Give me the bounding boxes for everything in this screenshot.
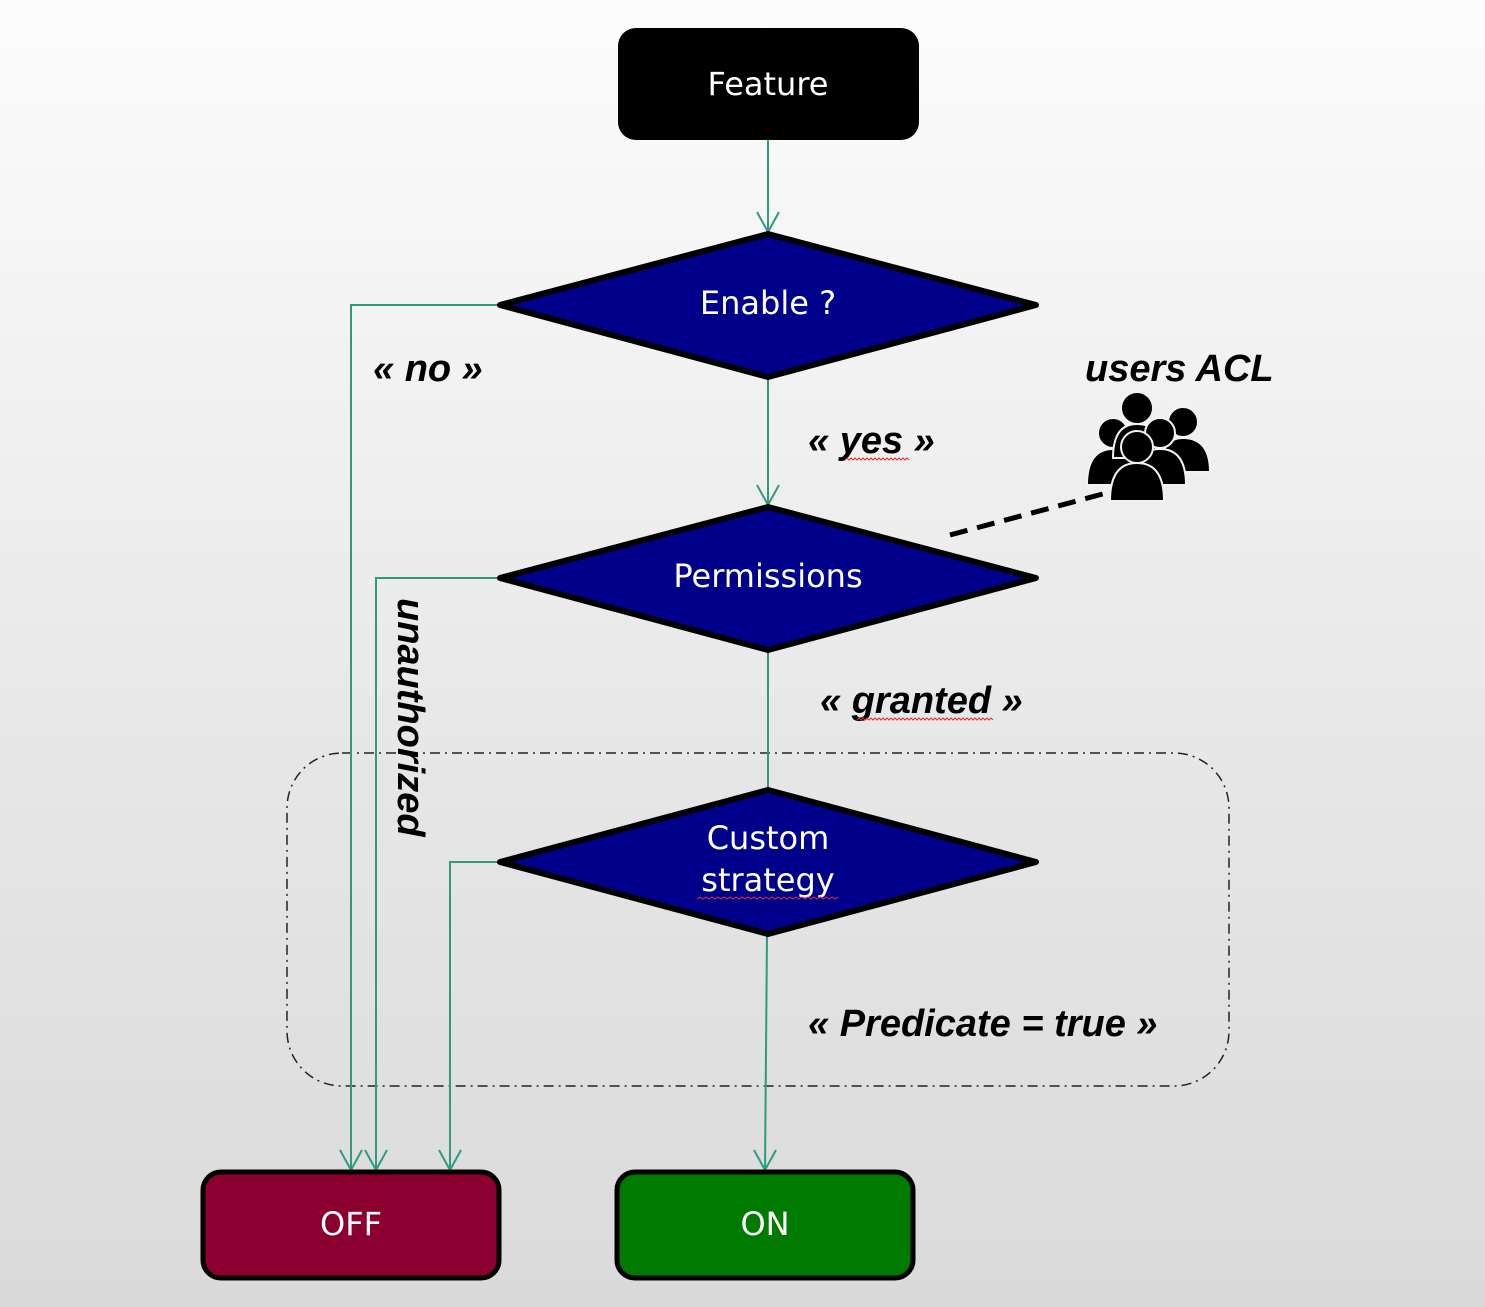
node-off[interactable]: OFF bbox=[200, 1169, 502, 1281]
node-custom-strategy-label-line1: Custom bbox=[707, 819, 830, 857]
node-on[interactable]: ON bbox=[614, 1169, 916, 1281]
node-off-label: OFF bbox=[320, 1205, 382, 1243]
edge-label-predicate-true: « Predicate = true » bbox=[808, 1003, 1158, 1045]
node-custom-strategy-label-line2: strategy bbox=[701, 861, 834, 899]
node-feature-label: Feature bbox=[708, 65, 829, 103]
edge-enable-off bbox=[350, 304, 500, 1170]
edge-permissions-off bbox=[375, 577, 500, 1170]
edge-label-yes: « yes » bbox=[808, 420, 935, 462]
edge-label-unauthorized: unauthorized bbox=[389, 598, 431, 837]
spellcheck-squiggle bbox=[696, 896, 839, 900]
node-permissions-label: Permissions bbox=[673, 557, 862, 595]
edge-label-granted: « granted » bbox=[820, 680, 1023, 722]
connectors bbox=[339, 140, 780, 1173]
acl-link bbox=[949, 485, 1126, 538]
node-on-label: ON bbox=[740, 1205, 789, 1243]
spellcheck-squiggle bbox=[844, 457, 910, 461]
edge-custom-off bbox=[449, 861, 500, 1170]
node-permissions[interactable]: Permissions bbox=[497, 504, 1039, 653]
edge-custom-on bbox=[764, 933, 768, 1171]
users-group-icon bbox=[1085, 391, 1212, 502]
custom-strategy-group-boundary bbox=[286, 752, 1230, 1087]
edge-label-no: « no » bbox=[373, 348, 483, 390]
users-acl-label: users ACL bbox=[1085, 348, 1274, 390]
spellcheck-squiggle bbox=[856, 717, 994, 721]
node-custom-strategy[interactable]: Custom strategy bbox=[497, 787, 1039, 937]
node-enable[interactable]: Enable ? bbox=[497, 231, 1039, 380]
node-feature[interactable]: Feature bbox=[618, 28, 919, 140]
node-enable-label: Enable ? bbox=[700, 284, 836, 322]
